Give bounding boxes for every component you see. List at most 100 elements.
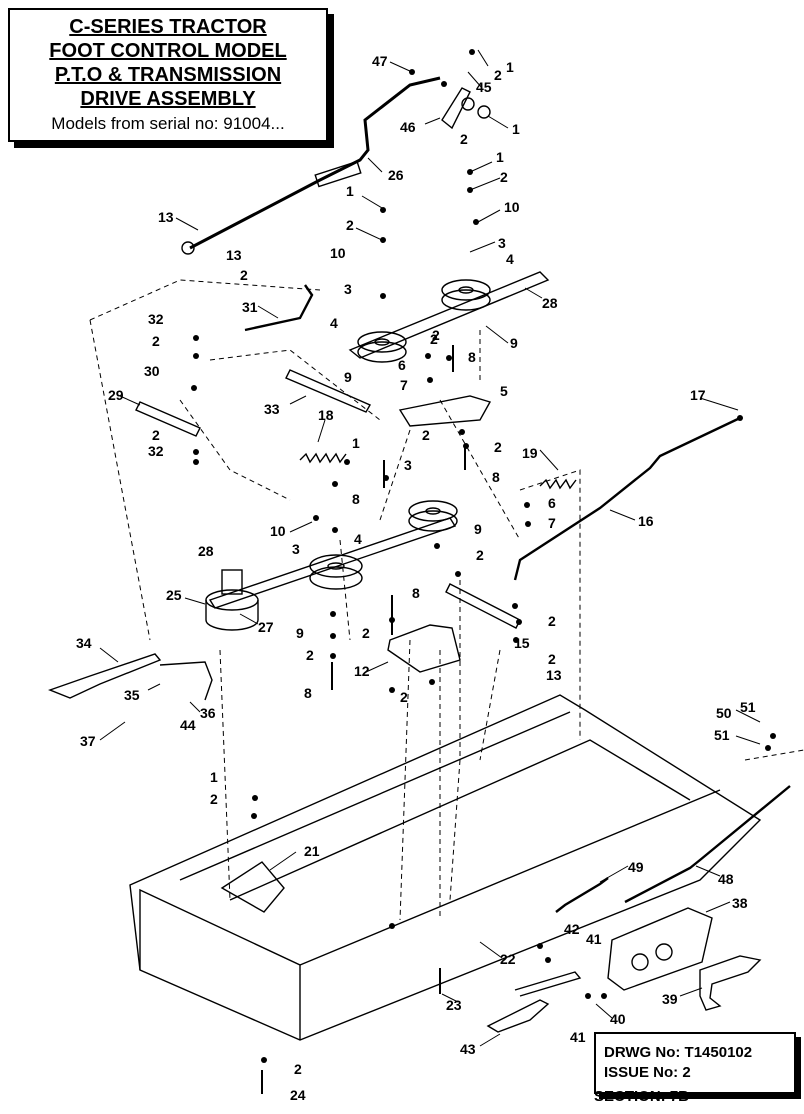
callout-label: 2 xyxy=(500,169,508,185)
spring-19 xyxy=(539,478,577,490)
drawing-number: DRWG No: T1450102 xyxy=(604,1044,753,1061)
callout-label: 8 xyxy=(304,685,312,701)
bracket-12 xyxy=(387,624,461,673)
callout-label: 40 xyxy=(610,1011,626,1027)
callout-label: 1 xyxy=(496,149,504,165)
callout-labels: 47 45 2 1 1 46 2 26 1 2 10 1 2 13 13 2 1… xyxy=(76,53,756,1103)
callout-label: 1 xyxy=(352,435,360,451)
hardware-dots xyxy=(191,49,776,1063)
callout-label: 24 xyxy=(290,1087,306,1103)
callout-label: 22 xyxy=(500,951,516,967)
callout-label: 42 xyxy=(564,921,580,937)
callout-label: 36 xyxy=(200,705,216,721)
callout-label: 9 xyxy=(296,625,304,641)
pulley-upper-left xyxy=(357,331,407,363)
callout-label: 5 xyxy=(500,383,508,399)
callout-label: 9 xyxy=(344,369,352,385)
callout-label: 2 xyxy=(152,427,160,443)
spring-18 xyxy=(299,452,347,464)
callout-label: 13 xyxy=(546,667,562,683)
callout-label: 25 xyxy=(166,587,182,603)
callout-label: 43 xyxy=(460,1041,476,1057)
pulley-upper-right xyxy=(441,279,491,311)
issue-number: ISSUE No: 2 xyxy=(604,1064,691,1081)
transmission-bracket-38 xyxy=(607,907,713,991)
callout-label: 51 xyxy=(740,699,756,715)
pulley-lower-right xyxy=(408,500,458,532)
callout-label: 1 xyxy=(346,183,354,199)
pedal-arm xyxy=(159,661,213,701)
callout-label: 10 xyxy=(270,523,286,539)
callout-label: 26 xyxy=(388,167,404,183)
callout-label: 39 xyxy=(662,991,678,1007)
callout-label: 3 xyxy=(498,235,506,251)
arm-33 xyxy=(285,369,371,413)
rod-bracket xyxy=(314,160,362,188)
callout-label: 51 xyxy=(714,727,730,743)
callout-label: 18 xyxy=(318,407,334,423)
callout-label: 6 xyxy=(398,357,406,373)
callout-label: 46 xyxy=(400,119,416,135)
section-label: SECTION: 7B xyxy=(594,1088,690,1105)
callout-label: 33 xyxy=(264,401,280,417)
callout-label: 7 xyxy=(548,515,556,531)
rod-48 xyxy=(624,785,791,904)
callout-label: 4 xyxy=(506,251,514,267)
title-line-3: P.T.O & TRANSMISSION xyxy=(54,64,282,86)
callout-label: 23 xyxy=(446,997,462,1013)
leader-lines xyxy=(99,49,761,1047)
callout-label: 16 xyxy=(638,513,654,529)
callout-label: 44 xyxy=(180,717,196,733)
pedal-arm-43 xyxy=(514,971,582,997)
callout-label: 6 xyxy=(548,495,556,511)
callout-label: 34 xyxy=(76,635,92,651)
title-line-1: C-SERIES TRACTOR xyxy=(69,16,267,38)
callout-label: 29 xyxy=(108,387,124,403)
callout-label: 31 xyxy=(242,299,258,315)
bracket-29 xyxy=(135,401,201,437)
callout-label: 45 xyxy=(476,79,492,95)
callout-label: 50 xyxy=(716,705,732,721)
callout-label: 8 xyxy=(492,469,500,485)
callout-label: 8 xyxy=(352,491,360,507)
callout-label: 47 xyxy=(372,53,388,69)
callout-label: 1 xyxy=(512,121,520,137)
callout-label: 4 xyxy=(354,531,362,547)
engine-pulley-25 xyxy=(205,569,259,631)
callout-label: 3 xyxy=(404,457,412,473)
pedal-39 xyxy=(699,955,762,1011)
callout-label: 2 xyxy=(422,427,430,443)
callout-label: 2 xyxy=(476,547,484,563)
drawing-info-box: DRWG No: T1450102 ISSUE No: 2 xyxy=(594,1032,796,1094)
callout-label: 37 xyxy=(80,733,96,749)
plate-21 xyxy=(220,861,285,913)
callout-label: 13 xyxy=(226,247,242,263)
callout-label: 8 xyxy=(412,585,420,601)
callout-label: 15 xyxy=(514,635,530,651)
callout-label: 2 xyxy=(432,327,440,343)
callout-label: 2 xyxy=(430,331,438,347)
callout-label: 17 xyxy=(690,387,706,403)
link-plate-46 xyxy=(441,87,471,130)
callout-label: 35 xyxy=(124,687,140,703)
callout-label: 41 xyxy=(586,931,602,947)
washer-2 xyxy=(461,97,475,111)
callout-label: 32 xyxy=(148,443,164,459)
arm-15 xyxy=(445,583,521,629)
callout-label: 2 xyxy=(306,647,314,663)
callout-label: 3 xyxy=(344,281,352,297)
callout-label: 2 xyxy=(494,439,502,455)
callout-label: 3 xyxy=(292,541,300,557)
rod-end-eye xyxy=(181,241,195,255)
callout-label: 32 xyxy=(148,311,164,327)
callout-label: 4 xyxy=(330,315,338,331)
callout-label: 2 xyxy=(152,333,160,349)
callout-label: 48 xyxy=(718,871,734,887)
callout-label: 10 xyxy=(504,199,520,215)
callout-label: 2 xyxy=(346,217,354,233)
hub-right xyxy=(655,943,673,961)
chassis-frame-22 xyxy=(129,694,762,1041)
pedal-34 xyxy=(48,653,162,699)
callout-label: 21 xyxy=(304,843,320,859)
control-rod-26 xyxy=(189,76,441,250)
